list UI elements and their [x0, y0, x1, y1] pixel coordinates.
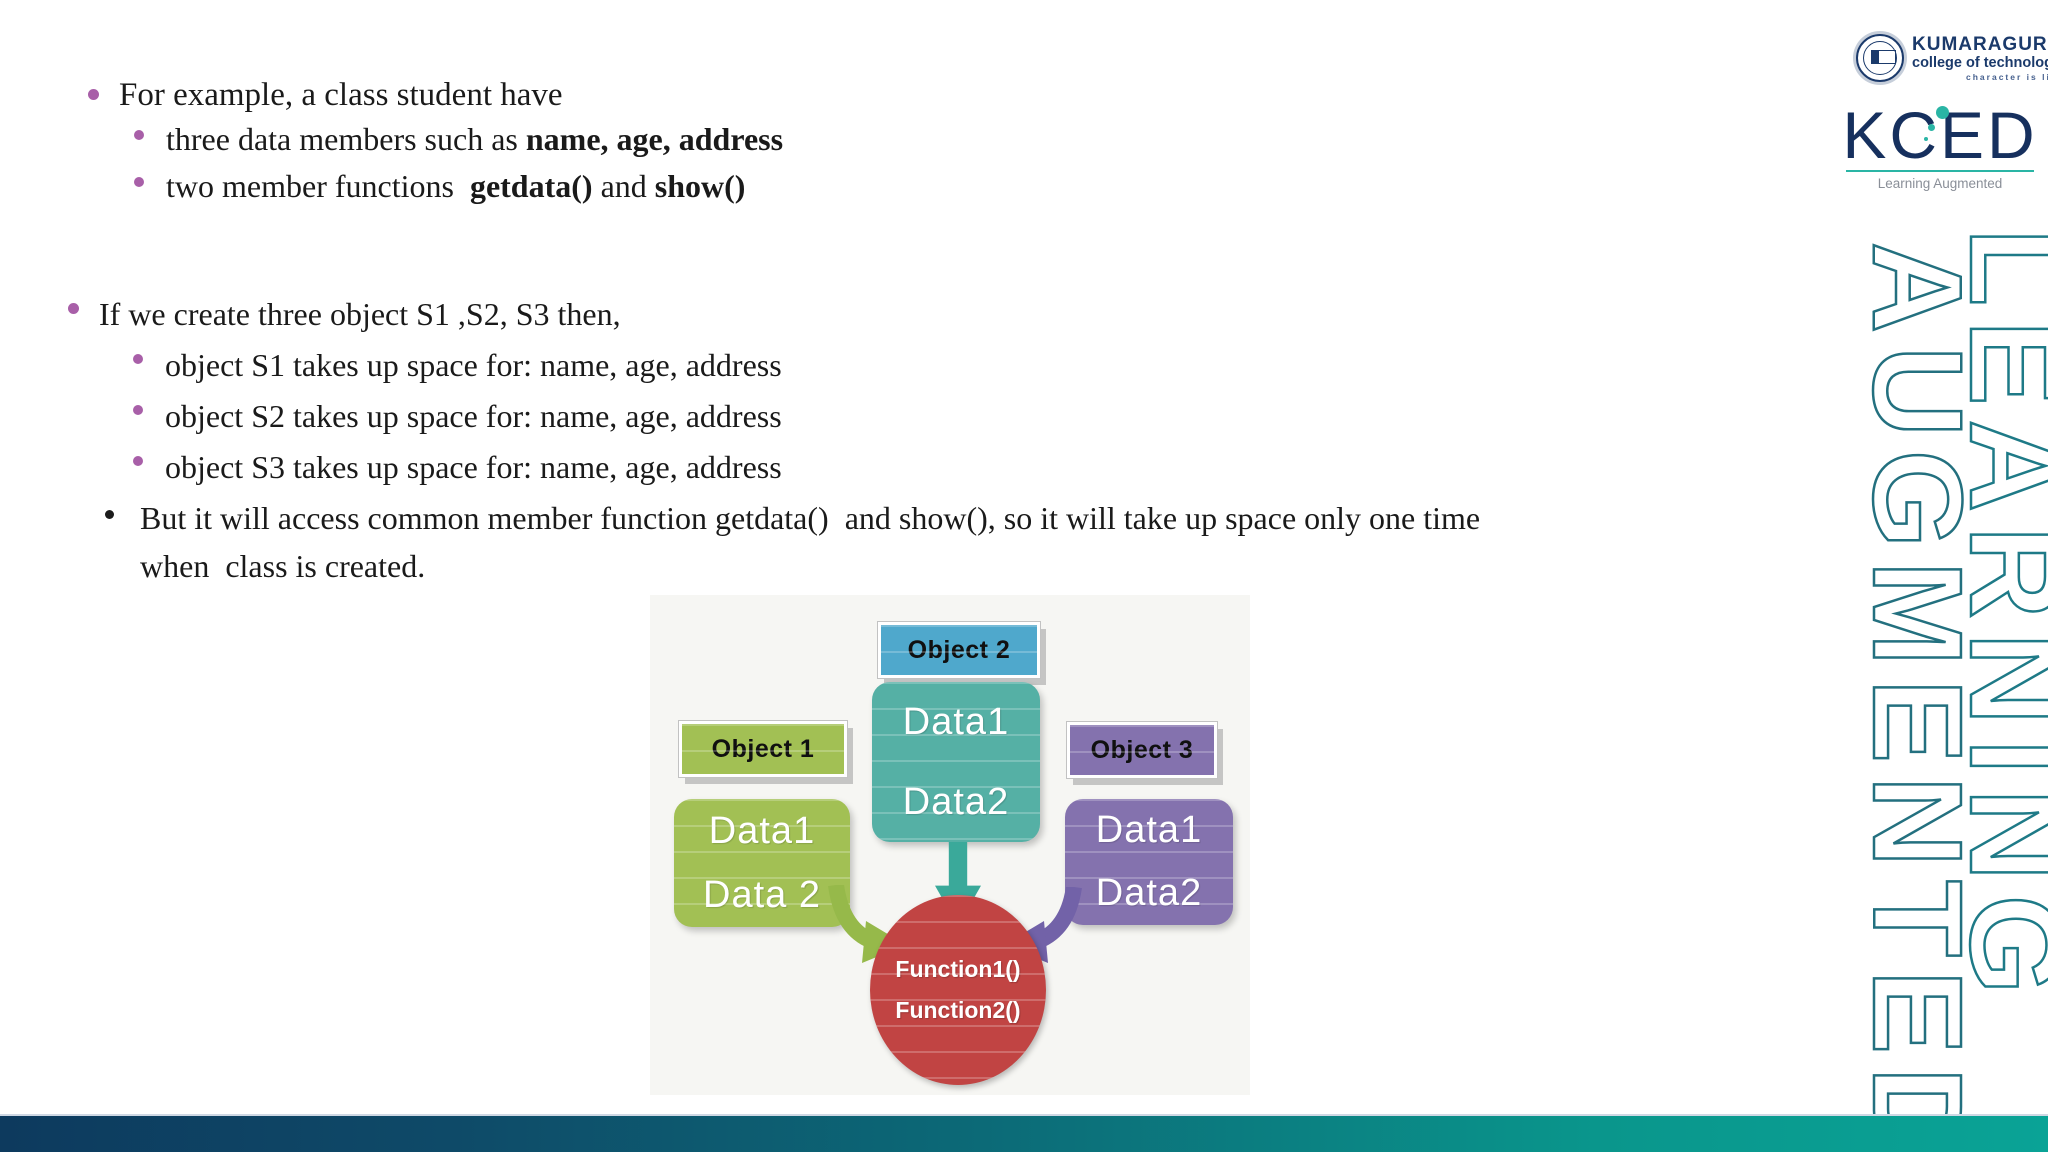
text-run: two member functions: [166, 168, 470, 204]
bullet-item: three data members such as name, age, ad…: [134, 116, 783, 163]
kced-logo: KCED Learning Augmented: [1840, 102, 2040, 191]
object2-label: Object 2: [878, 622, 1040, 678]
bullet-block-2: If we create three object S1 ,S2, S3 the…: [68, 288, 1480, 590]
footer-bar: [0, 1114, 2048, 1152]
kced-tagline: Learning Augmented: [1877, 176, 2003, 191]
function-row: Function1(): [895, 956, 1021, 982]
object3-label: Object 3: [1067, 722, 1217, 778]
bullet-dot: [105, 510, 114, 519]
bullet-text: If we create three object S1 ,S2, S3 the…: [99, 296, 621, 332]
college-logo-text: KUMARAGURU college of technology charact…: [1912, 34, 2048, 82]
text-run-bold: show(): [654, 168, 746, 204]
college-tagline: character is life: [1966, 72, 2048, 82]
kced-divider: [1846, 170, 2034, 172]
text-run: when class is created.: [140, 548, 426, 584]
text-run-bold: getdata(): [469, 168, 593, 204]
bullet-dot: [133, 456, 143, 466]
data-row: Data1: [902, 700, 1010, 743]
college-subtitle: college of technology: [1912, 55, 2048, 71]
watermark-learning: LEARNING: [1942, 227, 2048, 1010]
function-row: Function2(): [895, 997, 1021, 1023]
bullet-item: object S3 takes up space for: name, age,…: [133, 442, 1480, 493]
data-row: Data1: [1095, 809, 1203, 851]
bullet-dot: [88, 89, 99, 100]
object3-box: Data1 Data2: [1065, 799, 1233, 925]
object1-box: Data1 Data 2: [674, 799, 850, 927]
college-name: KUMARAGURU: [1912, 34, 2048, 55]
bullet-dot: [68, 303, 79, 314]
bullet-item: If we create three object S1 ,S2, S3 the…: [68, 288, 1480, 340]
objects-functions-diagram: Object 2 Data1 Data2 Object 1 Data1 Data…: [650, 595, 1250, 1095]
text-run-bold: name, age, address: [525, 121, 784, 157]
bullet-text: For example, a class student have: [119, 77, 563, 113]
watermark-augmented: AUGMENTED: [1846, 241, 1990, 1152]
bullet-item: object S1 takes up space for: name, age,…: [133, 340, 1480, 391]
text-run: But it will access common member functio…: [140, 500, 1481, 536]
bullet-item: For example, a class student have: [88, 74, 783, 116]
bullet-dot: [134, 177, 144, 187]
bullet-text: object S2 takes up space for: name, age,…: [165, 398, 782, 434]
text-run: three data members such as: [166, 121, 526, 157]
bullet-text: object S3 takes up space for: name, age,…: [165, 449, 782, 485]
bullet-item: two member functions getdata() and show(…: [134, 163, 783, 210]
data-row: Data 2: [703, 873, 821, 916]
bullet-item: object S2 takes up space for: name, age,…: [133, 391, 1480, 442]
bullet-dot: [133, 405, 143, 415]
bullet-text: three data members such as name, age, ad…: [166, 116, 783, 163]
kced-wordmark: KCED: [1840, 102, 2040, 168]
object1-label: Object 1: [679, 721, 847, 777]
object2-box: Data1 Data2: [872, 682, 1040, 842]
data-row: Data2: [1095, 872, 1203, 914]
functions-circle: Function1() Function2(): [870, 895, 1046, 1085]
college-logo: KUMARAGURU college of technology charact…: [1856, 34, 2048, 82]
data-row: Data1: [708, 809, 816, 852]
bullet-text: object S1 takes up space for: name, age,…: [165, 347, 782, 383]
bullet-dot: [133, 354, 143, 364]
bullet-item: But it will access common member functio…: [105, 494, 1480, 590]
text-run: and: [592, 168, 655, 204]
college-emblem-icon: [1856, 34, 1904, 82]
bullet-text: But it will access common member functio…: [140, 494, 1480, 590]
bullet-dot: [134, 130, 144, 140]
bullet-block-1: For example, a class student have three …: [88, 74, 783, 210]
data-row: Data2: [902, 780, 1010, 823]
bullet-text: two member functions getdata() and show(…: [166, 163, 745, 210]
